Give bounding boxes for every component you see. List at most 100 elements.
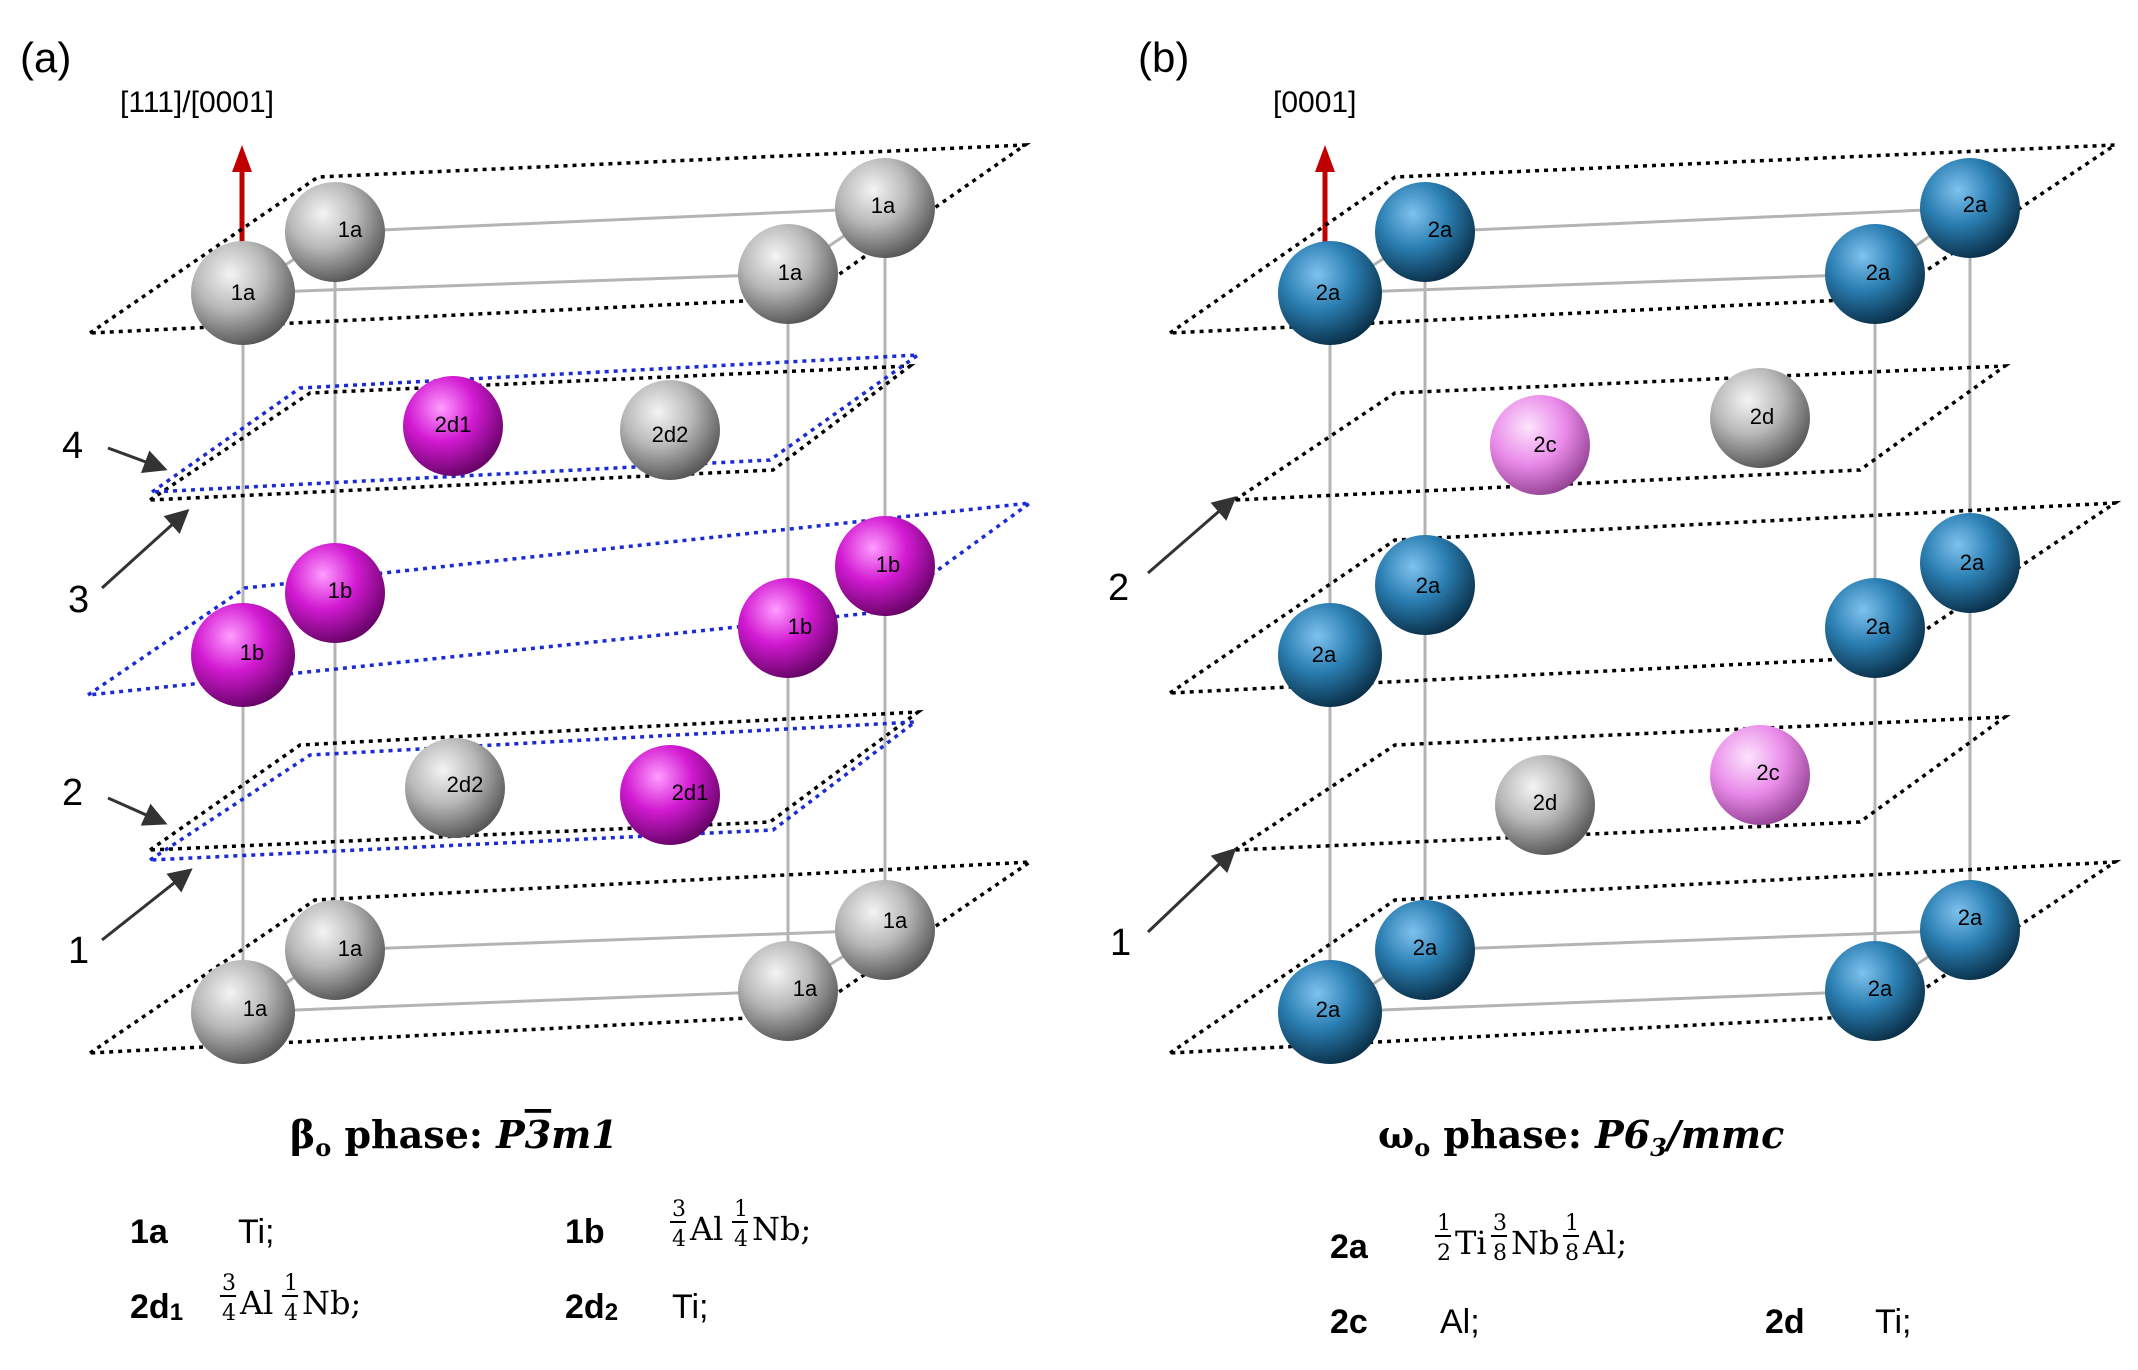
axis-arrowhead <box>1315 145 1335 172</box>
element: Al <box>689 1210 723 1248</box>
frac-den: 4 <box>672 1227 686 1252</box>
plane-labels: 2 1 <box>1108 496 1237 964</box>
legend-occupancy: Al; <box>1440 1303 1480 1341</box>
planes <box>1163 142 2122 1056</box>
plane-top-black <box>83 142 1031 336</box>
plane-number-1: 1 <box>1110 922 1131 964</box>
atom-2a <box>1920 880 2020 980</box>
atom-label: 1b <box>788 614 812 639</box>
legend-site: 2d2 <box>565 1288 618 1326</box>
atom-label: 2d2 <box>652 422 689 447</box>
legend-occupancy: Ti; <box>1875 1303 1912 1341</box>
plane-4-blue <box>146 352 924 495</box>
axis-label: [111]/[0001] <box>120 86 274 119</box>
atom-2d <box>1495 755 1595 855</box>
atom-2a <box>1920 158 2020 258</box>
atom-1b <box>835 516 935 616</box>
plane-2-upper <box>1228 363 2011 503</box>
legend-fraction-formula: 3 4 Al 1 4 Nb; <box>670 1197 811 1252</box>
plane-4-pointer <box>107 446 168 474</box>
atom-label: 2d <box>1750 404 1774 429</box>
frac-den: 2 <box>1437 1241 1451 1266</box>
atom-1b <box>191 603 295 707</box>
plane-1-lower <box>1228 714 2011 853</box>
panel-a: (a) [111]/[0001] <box>20 34 1037 1326</box>
axis-arrowhead <box>232 145 252 172</box>
plane-bottom-black <box>83 859 1037 1056</box>
frac-den: 4 <box>284 1301 298 1326</box>
frac-num: 1 <box>284 1271 298 1296</box>
plane-number-3: 3 <box>68 579 89 621</box>
panel-b-title: ωo phase: P63/mmc <box>1378 1112 1784 1162</box>
plane-number-2: 2 <box>1108 567 1129 609</box>
atom-label: 2a <box>1428 217 1453 242</box>
space-group-p: P <box>495 1112 526 1157</box>
panel-a-title: βo phase: P3m1 <box>290 1112 618 1162</box>
atom-label: 2a <box>1316 997 1341 1022</box>
atom-1a <box>191 960 295 1064</box>
axis-label: [0001] <box>1273 86 1356 119</box>
space-group-p: P6 <box>1594 1112 1650 1157</box>
element: Al <box>239 1284 273 1322</box>
frac-num: 1 <box>734 1197 748 1222</box>
panel-b-label: (b) <box>1138 34 1189 81</box>
atom-2a <box>1375 182 1475 282</box>
phase-word: phase: <box>1430 1112 1595 1157</box>
legend-a-row2: 2d1 3 4 Al 1 4 Nb; 2d2 Ti; <box>130 1271 709 1326</box>
legend-occupancy: Ti; <box>238 1213 275 1251</box>
legend-b-row2: 2c Al; 2d Ti; <box>1330 1303 1912 1341</box>
atom-label: 1a <box>778 260 803 285</box>
atom-label: 2a <box>1866 260 1891 285</box>
plane-3-pointer <box>100 508 190 590</box>
atom-2c <box>1710 725 1810 825</box>
atom-label: 1a <box>231 280 256 305</box>
element: Nb <box>1511 1224 1559 1262</box>
phase-subscript: o <box>1414 1133 1430 1162</box>
atoms-b: 2a 2a 2a 2a 2c 2d 2a 2a 2a 2a 2d 2c 2a <box>1278 158 2020 1064</box>
atom-1a <box>738 941 838 1041</box>
space-group-rest: /mmc <box>1663 1112 1784 1157</box>
atom-label: 2d1 <box>435 412 472 437</box>
plane-2-pointer <box>107 796 168 826</box>
atom-label: 1a <box>793 976 818 1001</box>
legend-occupancy: Ti; <box>672 1288 709 1326</box>
atom-2d <box>1710 368 1810 468</box>
panel-a-label: (a) <box>20 34 71 81</box>
legend-site: 1b <box>565 1213 605 1251</box>
atom-1a <box>285 182 385 282</box>
plane-top <box>1163 142 2122 336</box>
legend-site: 1a <box>130 1213 169 1251</box>
atom-label: 2c <box>1533 432 1556 457</box>
legend-site: 2d <box>1765 1303 1805 1341</box>
frac-num: 3 <box>222 1271 236 1296</box>
legend-fraction-formula: 1 2 Ti 3 8 Nb 1 8 Al; <box>1435 1211 1627 1266</box>
atom-label: 2a <box>1416 573 1441 598</box>
phase-word: phase: <box>331 1112 496 1157</box>
phase-subscript: o <box>315 1133 331 1162</box>
atom-label: 2a <box>1963 192 1988 217</box>
atom-2a <box>1825 224 1925 324</box>
atom-label: 1a <box>243 996 268 1021</box>
atom-label: 2a <box>1866 614 1891 639</box>
frac-num: 1 <box>1565 1211 1579 1236</box>
legend-site: 2d1 <box>130 1288 183 1326</box>
plane-labels: 4 3 2 1 <box>62 425 193 972</box>
atom-1a <box>738 224 838 324</box>
plane-3-blue <box>87 500 1037 697</box>
atom-1a <box>285 900 385 1000</box>
atom-1a <box>835 880 935 980</box>
atom-2d1 <box>403 376 503 476</box>
atom-1b <box>738 578 838 678</box>
atoms-a: 1a 1a 1a 1a 2d1 2d2 1b 1b 1b 1b 2d2 <box>191 158 935 1064</box>
frac-den: 8 <box>1565 1241 1579 1266</box>
atom-1a <box>191 241 295 345</box>
atom-label: 1b <box>328 578 352 603</box>
planes <box>83 142 1037 1056</box>
atom-2a <box>1278 241 1382 345</box>
atom-label: 2c <box>1756 760 1779 785</box>
atom-label: 2a <box>1868 976 1893 1001</box>
frac-den: 4 <box>222 1301 236 1326</box>
frac-num: 3 <box>672 1197 686 1222</box>
frac-num: 1 <box>1437 1211 1451 1236</box>
